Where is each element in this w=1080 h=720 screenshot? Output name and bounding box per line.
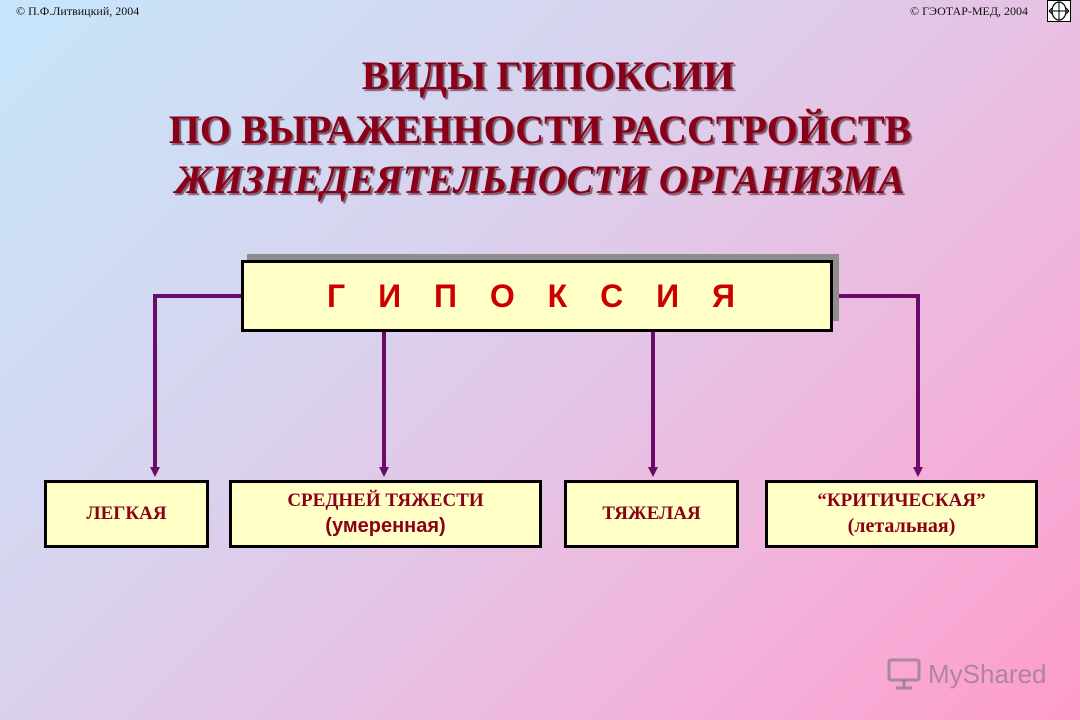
root-box-hypoxia: Г И П О К С И Я (241, 260, 833, 332)
presentation-icon (887, 658, 921, 690)
box-moderate: СРЕДНЕЙ ТЯЖЕСТИ (умеренная) (229, 480, 542, 548)
box-mild: ЛЕГКАЯ (44, 480, 209, 548)
title-line-2: ПО ВЫРАЖЕННОСТИ РАССТРОЙСТВ (168, 107, 912, 152)
box-critical-sublabel: (летальная) (847, 515, 956, 537)
emblem-icon (1047, 0, 1071, 22)
title-line-3: ЖИЗНЕДЕЯТЕЛЬНОСТИ ОРГАНИЗМА (175, 157, 905, 202)
copyright-right: © ГЭОТАР-МЕД, 2004 (910, 4, 1029, 18)
box-moderate-sublabel: (умеренная) (325, 515, 446, 537)
copyright-left: © П.Ф.Литвицкий, 2004 (16, 4, 140, 18)
box-mild-label: ЛЕГКАЯ (86, 503, 167, 524)
box-moderate-label: СРЕДНЕЙ ТЯЖЕСТИ (287, 490, 484, 511)
box-severe-label: ТЯЖЕЛАЯ (602, 503, 701, 524)
box-severe: ТЯЖЕЛАЯ (564, 480, 739, 548)
connector-to-mild (150, 294, 241, 477)
watermark-text: MyShared (928, 658, 1047, 689)
box-critical-label: “КРИТИЧЕСКАЯ” (817, 490, 986, 511)
watermark: MyShared (886, 656, 1047, 692)
box-critical: “КРИТИЧЕСКАЯ” (летальная) (765, 480, 1038, 548)
title-line-1: ВИДЫ ГИПОКСИИ (361, 53, 735, 98)
connector-to-critical (833, 294, 923, 477)
